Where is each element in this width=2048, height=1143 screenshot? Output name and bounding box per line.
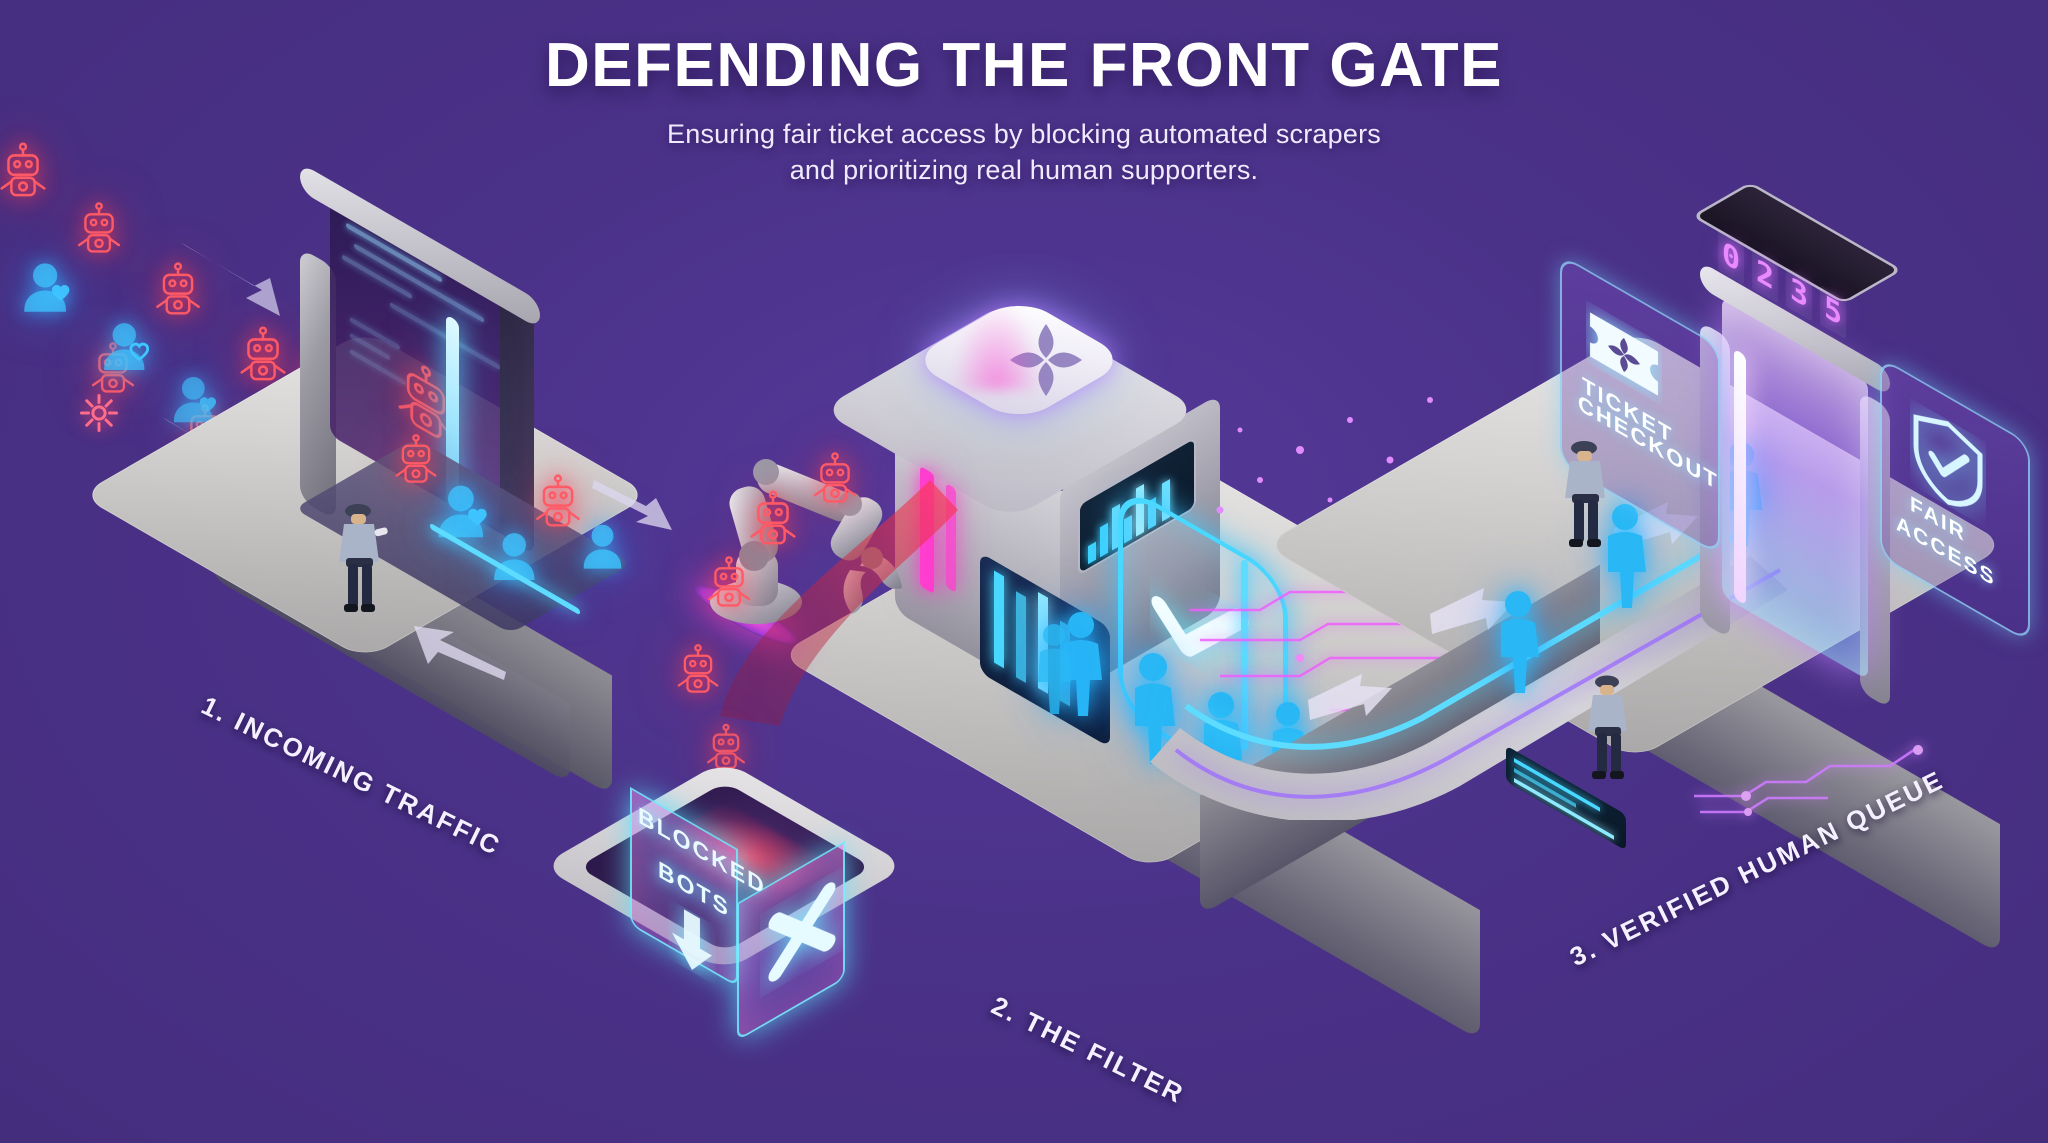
robot-icon [232, 322, 294, 384]
header: DEFENDING THE FRONT GATE Ensuring fair t… [0, 34, 2048, 188]
arrow-right-icon [1306, 672, 1396, 733]
shield-check-icon [1910, 398, 1986, 533]
human-figure [1122, 652, 1184, 764]
down-arrow-icon [668, 898, 716, 991]
human-figure [1030, 622, 1078, 714]
ticket-icon [1586, 300, 1662, 411]
robot-icon [84, 338, 142, 396]
user-heart-icon [98, 318, 158, 378]
x-cross-icon [760, 866, 844, 1003]
user-heart-icon [18, 258, 80, 320]
human-figure [1490, 590, 1546, 694]
human-figure [1052, 610, 1110, 718]
arrow-right-icon [178, 240, 298, 320]
portal-light-bar [1734, 348, 1746, 606]
subtitle-line-1: Ensuring fair ticket access by blocking … [667, 119, 1381, 150]
security-guard-figure [1556, 438, 1616, 555]
security-guard-figure [330, 500, 390, 620]
arrow-right-icon [590, 478, 680, 539]
page-title: DEFENDING THE FRONT GATE [545, 31, 1503, 100]
human-figure [1596, 502, 1654, 610]
page-subtitle: Ensuring fair ticket access by blocking … [0, 117, 2048, 188]
arrow-left-icon [400, 620, 510, 685]
gear-icon [78, 392, 120, 434]
robot-icon [70, 198, 128, 256]
step-label-2: 2. THE FILTER [986, 990, 1190, 1110]
subtitle-line-2: and prioritizing real human supporters. [789, 154, 1259, 185]
security-guard-figure [1580, 672, 1638, 787]
machine-glow [952, 300, 1042, 390]
arrow-right-icon [1428, 586, 1518, 647]
